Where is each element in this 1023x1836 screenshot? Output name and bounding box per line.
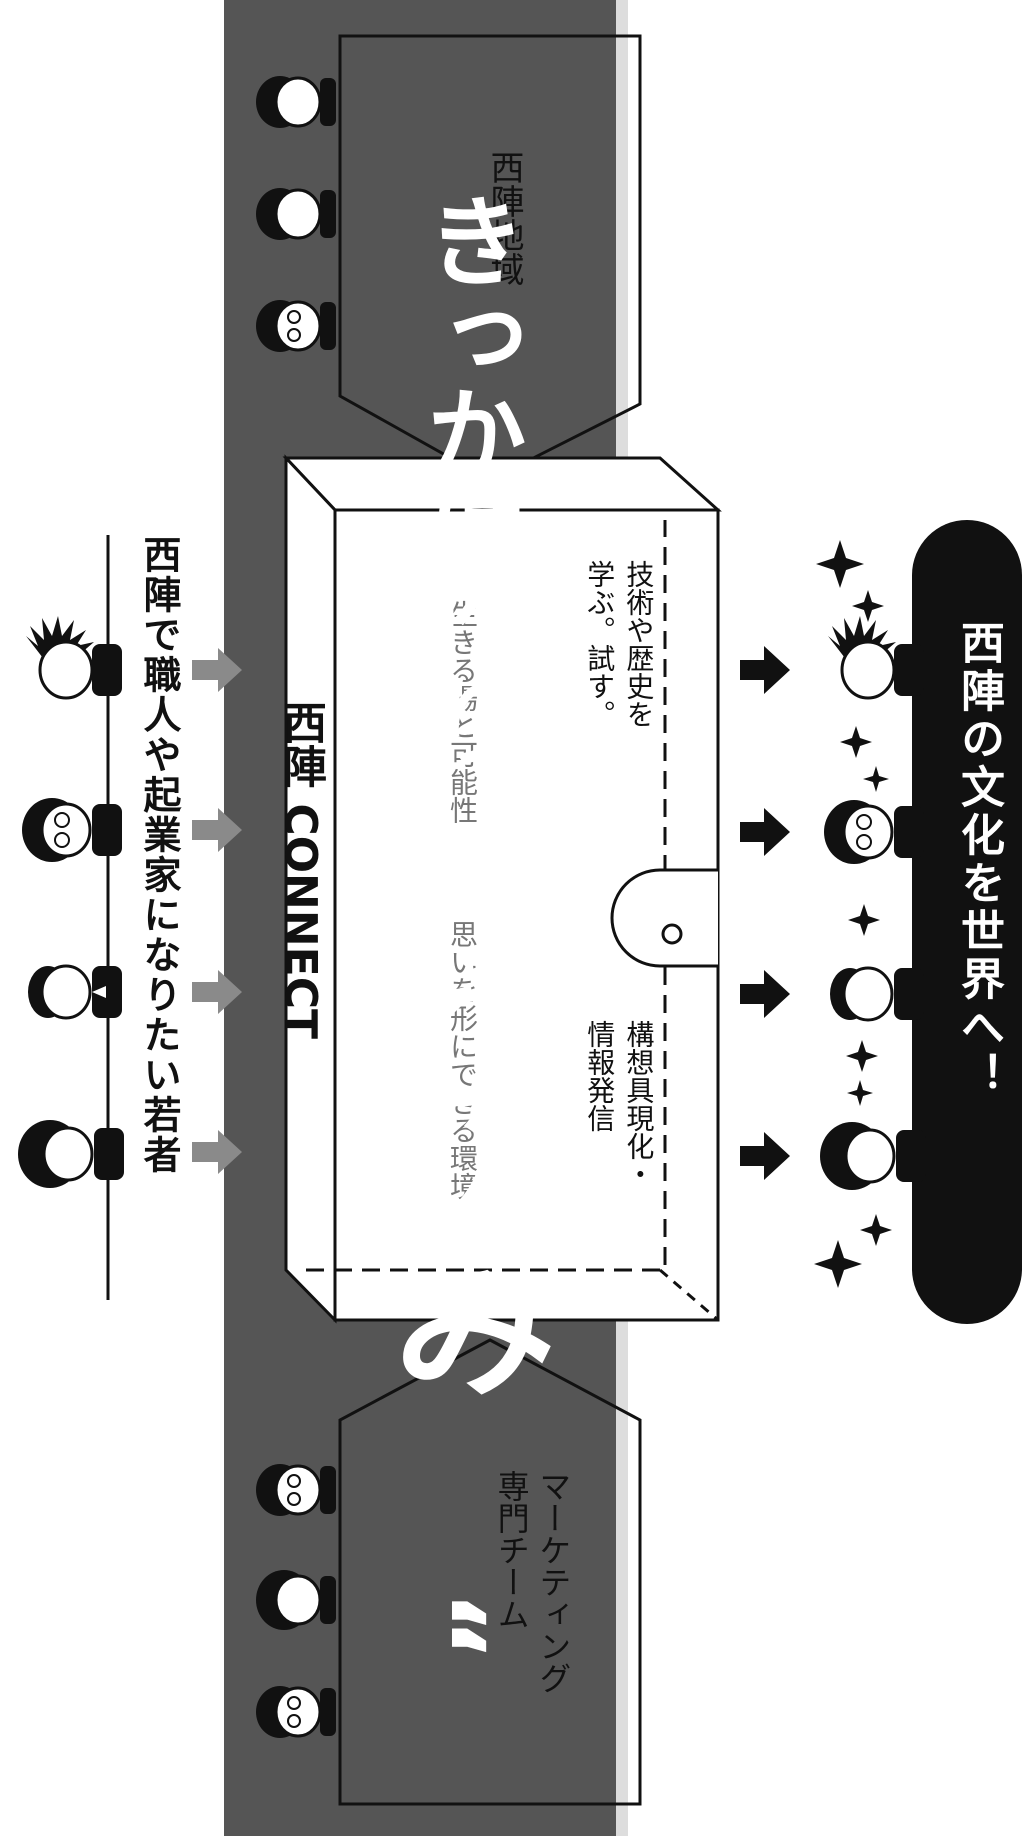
faded-phrase-1: 生きる場と可能性 (446, 600, 479, 824)
youth-people (18, 616, 124, 1188)
region-label: 西陣地域 (484, 150, 524, 286)
avatar-glasses-man-icon (256, 1464, 336, 1516)
goal-pill (912, 520, 1022, 1324)
avatar-suit-man-icon (28, 964, 122, 1020)
sparkle-icon (814, 1240, 862, 1288)
box-dashed-diagonal (659, 1268, 719, 1322)
avatar-glasses-man-icon (824, 800, 924, 864)
right-arrow-icon (740, 646, 790, 694)
sparkle-icon (860, 1214, 892, 1246)
sparkle-icon (848, 904, 880, 936)
avatar-suit-man-icon (830, 966, 924, 1022)
catch-quote: “ (380, 1590, 508, 1663)
team-people (256, 1464, 336, 1738)
avatar-round-hair-icon (820, 1122, 926, 1190)
avatar-man-1-icon (256, 76, 336, 128)
avatar-glasses-man-icon (256, 300, 336, 352)
avatar-woman-icon (256, 1570, 336, 1630)
goal-label: 西陣の文化を世界へ！ (953, 620, 1004, 1100)
marketing-label: マーケティング 専門チーム (492, 1470, 573, 1694)
right-arrow-icon (740, 1132, 790, 1180)
gray-arrow-icon (192, 970, 242, 1014)
right-arrow-icon (740, 970, 790, 1018)
catch-main: 呼び込み (364, 820, 556, 1396)
faded-phrase-2: 思いを形にできる環境 (446, 920, 479, 1200)
right-arrow-icon (740, 808, 790, 856)
sparkle-icon (863, 766, 889, 792)
sparkle-icon (847, 1080, 873, 1106)
catch-sub: きっかけ作り (409, 190, 526, 766)
gray-arrow-icon (192, 808, 242, 852)
sparkle-icon (840, 726, 872, 758)
box-handle (610, 868, 718, 968)
output-arrows (740, 646, 790, 1180)
gray-arrow-icon (192, 1130, 242, 1174)
handle-ring (661, 923, 683, 945)
sparkle-icon (846, 1040, 878, 1072)
sparkle-icon (816, 540, 864, 588)
goal-people (820, 616, 926, 1190)
marketing-panel (338, 1338, 642, 1806)
brand-title: 西陣 CONNECT (275, 700, 326, 1040)
region-panel (338, 34, 642, 482)
gray-arrow-icon (192, 648, 242, 692)
avatar-spiky-hair-icon (26, 616, 122, 700)
avatar-round-hair-icon (18, 1120, 124, 1188)
avatar-man-2-icon (256, 188, 336, 240)
learn-label: 技術や歴史を 学ぶ。試す。 (583, 560, 656, 728)
region-people (256, 76, 336, 352)
sparkles (814, 540, 892, 1288)
info-label: 構想具現化・ 情報発信 (583, 1020, 656, 1188)
avatar-glasses-man-2-icon (256, 1686, 336, 1738)
youth-heading: 西陣で職人や起業家になりたい若者 (137, 535, 181, 1175)
box-dashed-frame (306, 520, 667, 1272)
input-arrows (192, 648, 242, 1174)
sparkle-icon (852, 590, 884, 622)
avatar-glasses-man-icon (22, 798, 122, 862)
avatar-spiky-hair-icon (828, 616, 924, 700)
